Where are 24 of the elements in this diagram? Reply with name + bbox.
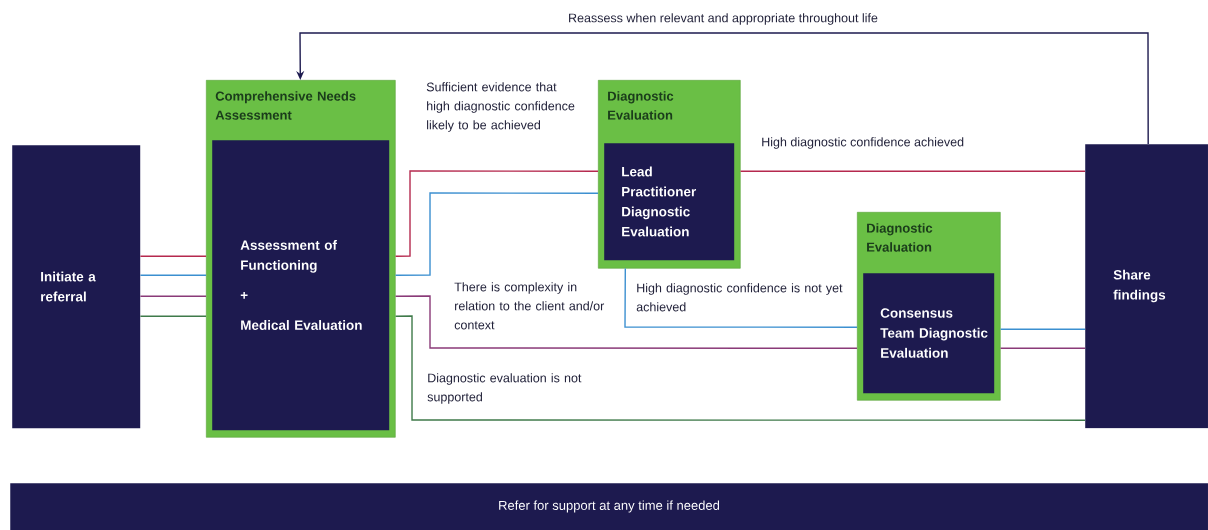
connector-line [139,315,207,317]
edge-label: Sufficient evidence that high diagnostic confidence likely to be achieved [425,81,578,133]
edge-label: High diagnostic confidence achieved [760,136,966,150]
connector-line [139,274,207,276]
process-box: Assessment of Functioning + Medical Evaluation [212,140,390,431]
connector-line [394,170,599,257]
connector-line [624,267,858,328]
connector-line [394,192,599,276]
process-box: Share findings [1085,144,1208,429]
process-box: Consensus Team Diagnostic Evaluation [863,273,995,394]
banner-bar: Refer for support at any time if needed [10,483,1208,530]
connector-line [739,170,1086,172]
edge-label: Reassess when relevant and appropriate throughout life [567,12,879,26]
connector-line [139,295,207,297]
edge-label: Diagnostic evaluation is not supported [426,372,594,405]
edge-label: High diagnostic confidence is not yet achieved [635,282,853,313]
connector-line [394,295,858,349]
process-box: Lead Practitioner Diagnostic Evaluation [604,143,735,261]
connector-line [999,347,1086,349]
connector-line [999,328,1086,330]
connector-line [394,315,1086,421]
connector-line [139,255,207,257]
edge-label: There is complexity in relation to the client and/or context [453,281,621,331]
process-box: Initiate a referral [12,145,141,429]
